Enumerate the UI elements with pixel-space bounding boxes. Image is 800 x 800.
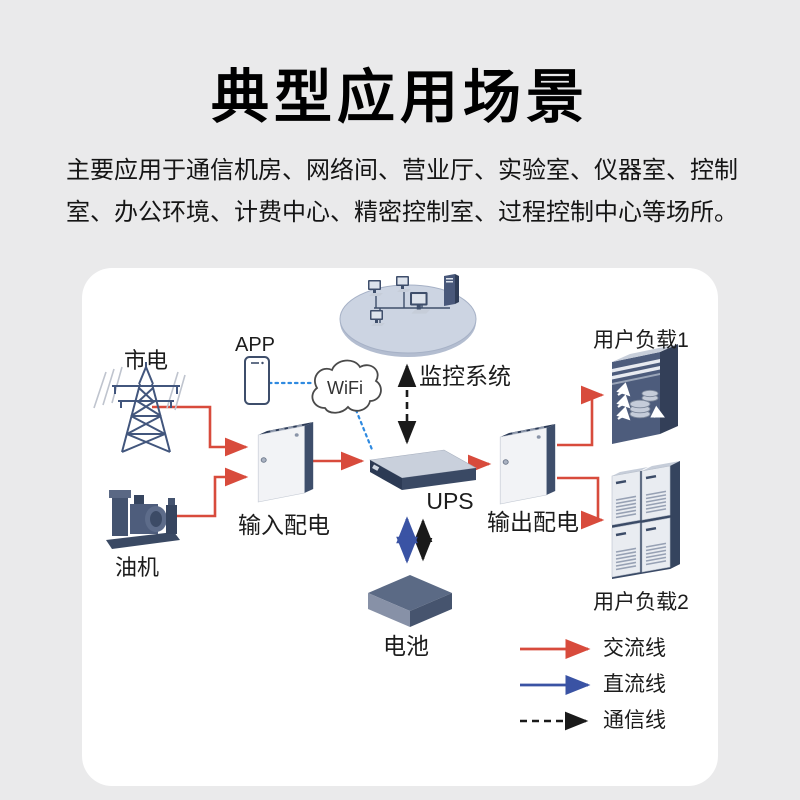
diesel-generator-icon [106,490,180,549]
database-disks-icon [629,389,659,419]
mains-label: 市电 [123,348,168,373]
description-line-2: 室、办公环境、计费中心、精密控制室、过程控制中心等场所。 [66,199,738,226]
app-label: APP [234,334,276,356]
legend [520,638,591,731]
input-pdu-label: 输入配电 [238,512,330,538]
server-tower-icon [612,344,678,444]
legend-dc-label: 直流线 [603,673,666,696]
ac-line-output-pdu-to-load1 [557,385,605,447]
diagram-canvas [93,274,680,731]
legend-ac-label: 交流线 [603,637,666,660]
ups-label: UPS [426,488,474,514]
output-pdu-label: 输出配电 [487,509,579,535]
smartphone-icon [244,356,270,405]
output-distribution-cabinet-icon [498,422,557,506]
diagram-card: 市电 油机 APP WiFi 监控系统 输入配电 UPS 输出配电 用户负载1 … [82,268,718,786]
load2-label: 用户负载2 [593,591,689,614]
battery-label: 电池 [383,633,429,659]
generator-label: 油机 [114,555,159,580]
legend-comm-label: 通信线 [603,709,666,732]
ups-rack-icon [369,449,477,490]
description-line-1: 主要应用于通信机房、网络间、营业厅、实验室、仪器室、控制 [66,157,738,184]
server-rack-group-icon [611,461,680,579]
cloud-icon [311,359,382,414]
ac-line-output-pdu-to-load2 [557,476,605,530]
monitoring-label: 监控系统 [419,363,511,389]
computer-network-icon [339,274,477,357]
wifi-label: WiFi [327,378,363,398]
page-title: 典型应用场景 [210,65,589,130]
input-distribution-cabinet-icon [256,420,315,504]
wifi-link-cloud-to-ups [354,408,375,454]
battery-box-icon [368,575,452,627]
ac-line-mains-to-input-pdu [152,405,249,457]
load1-label: 用户负载1 [593,329,689,352]
ac-line-generator-to-input-pdu [172,467,249,518]
description: 主要应用于通信机房、网络间、营业厅、实验室、仪器室、控制 室、办公环境、计费中心… [66,150,738,234]
transmission-tower-icon [93,362,186,453]
